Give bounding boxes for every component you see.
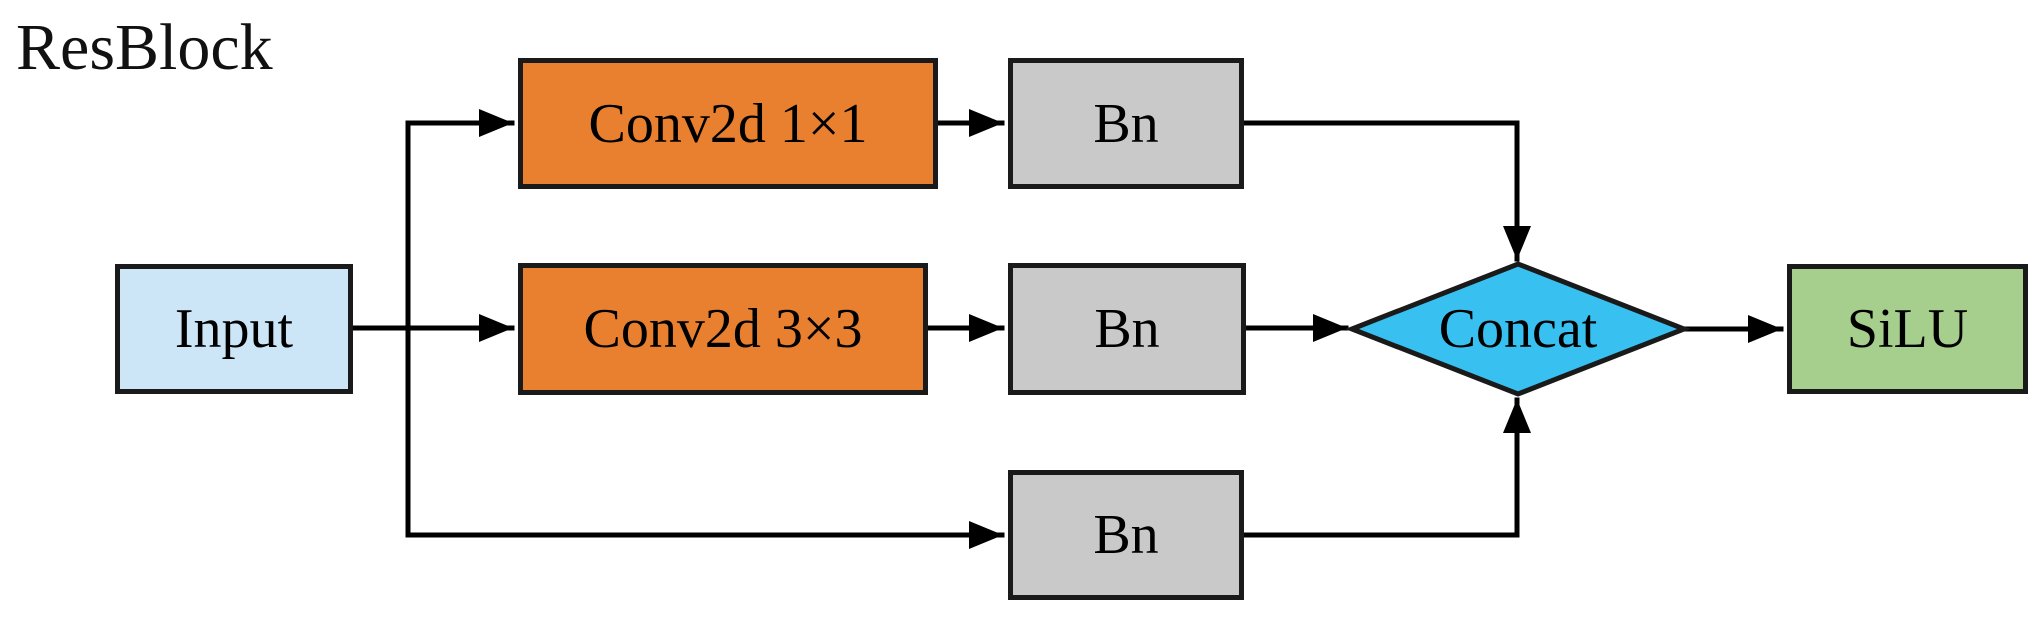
node-bn-middle-label: Bn [1094, 298, 1160, 360]
diagram-title: ResBlock [16, 11, 273, 84]
node-conv2d-3x3-label: Conv2d 3×3 [583, 298, 863, 360]
node-silu-label: SiLU [1846, 298, 1969, 360]
node-conv2d-1x1: Conv2d 1×1 [518, 58, 938, 189]
edge-bn-bottom-concat [1240, 397, 1531, 538]
node-bn-middle: Bn [1008, 263, 1246, 395]
node-silu: SiLU [1787, 264, 2028, 394]
node-bn-top-label: Bn [1093, 92, 1159, 155]
node-bn-bottom: Bn [1008, 470, 1244, 600]
node-input: Input [115, 264, 353, 394]
edge-bn-top-concat [1240, 120, 1531, 262]
node-input-label: Input [174, 298, 294, 360]
node-bn-bottom-label: Bn [1093, 504, 1159, 566]
node-conv2d-3x3: Conv2d 3×3 [518, 263, 928, 395]
node-conv2d-1x1-label: Conv2d 1×1 [588, 92, 868, 155]
node-bn-top: Bn [1008, 58, 1244, 189]
node-concat-shape [1345, 261, 1691, 397]
